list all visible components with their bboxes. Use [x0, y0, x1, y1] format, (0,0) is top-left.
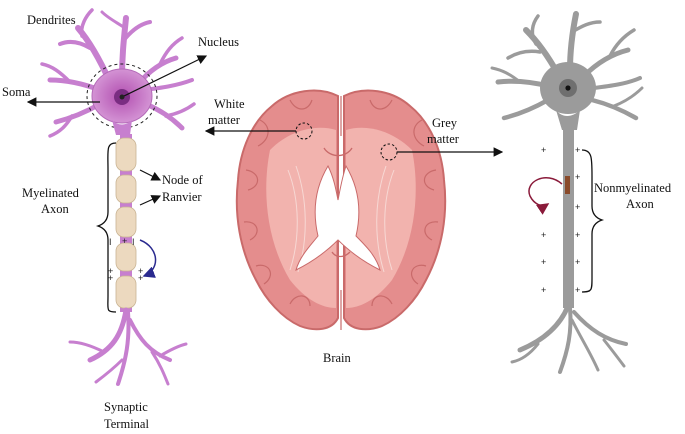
gyri-folds: [243, 96, 439, 330]
svg-text:+: +: [575, 285, 580, 295]
svg-text:I: I: [109, 237, 112, 247]
axon-charges: + + + - + + + + + + +: [541, 145, 580, 295]
nonmyelinated-neuron: + + + - + + + + + + +: [490, 11, 644, 374]
svg-text:+: +: [138, 266, 143, 276]
svg-text:+: +: [108, 273, 113, 283]
svg-text:+: +: [138, 273, 143, 283]
gray-terminal-branches: [510, 303, 628, 374]
nonmyelinated-label-line1: Nonmyelinated: [594, 181, 672, 195]
white-matter-line1: White: [214, 97, 245, 111]
brain-label: Brain: [323, 351, 352, 365]
svg-text:+: +: [575, 202, 580, 212]
local-current-arrow: [528, 177, 563, 215]
myelinated-brace: [95, 142, 117, 313]
svg-text:+: +: [541, 145, 546, 155]
svg-text:+: +: [541, 257, 546, 267]
terminal-branches: [68, 307, 188, 386]
ventricles: [295, 164, 381, 271]
dendrites-label: Dendrites: [27, 13, 76, 27]
node-charges: I+I ++ ++: [108, 236, 143, 283]
white-matter-line2: matter: [208, 113, 241, 127]
nonmyelinated-label-line2: Axon: [626, 197, 655, 211]
synaptic-terminal-line2: Terminal: [104, 417, 149, 431]
svg-text:-: -: [541, 202, 544, 212]
node-of-ranvier-line2: Ranvier: [162, 190, 202, 204]
soma-label: Soma: [2, 85, 31, 99]
svg-text:+: +: [575, 172, 580, 182]
grey-matter-line2: matter: [427, 132, 460, 146]
grey-matter-line1: Grey: [432, 116, 458, 130]
nonmyelinated-axon: [563, 128, 574, 308]
synaptic-terminal-line1: Synaptic: [104, 400, 148, 414]
svg-text:+: +: [122, 236, 127, 246]
node-of-ranvier-line1: Node of: [162, 173, 203, 187]
svg-text:+: +: [575, 257, 580, 267]
impulse-arrow: [139, 239, 157, 278]
myelin-sheath: [115, 137, 137, 309]
myelinated-label-line1: Myelinated: [22, 186, 80, 200]
svg-text:+: +: [541, 230, 546, 240]
svg-text:+: +: [575, 145, 580, 155]
myelinated-label-line2: Axon: [41, 202, 70, 216]
brain: [235, 89, 447, 331]
svg-text:I: I: [132, 237, 135, 247]
svg-text:+: +: [541, 285, 546, 295]
svg-text:+: +: [575, 230, 580, 240]
myelinated-neuron: I+I ++ ++: [40, 8, 196, 386]
nucleus-label: Nucleus: [198, 35, 239, 49]
nonmyelinated-brace: [581, 149, 605, 293]
svg-text:+: +: [108, 266, 113, 276]
